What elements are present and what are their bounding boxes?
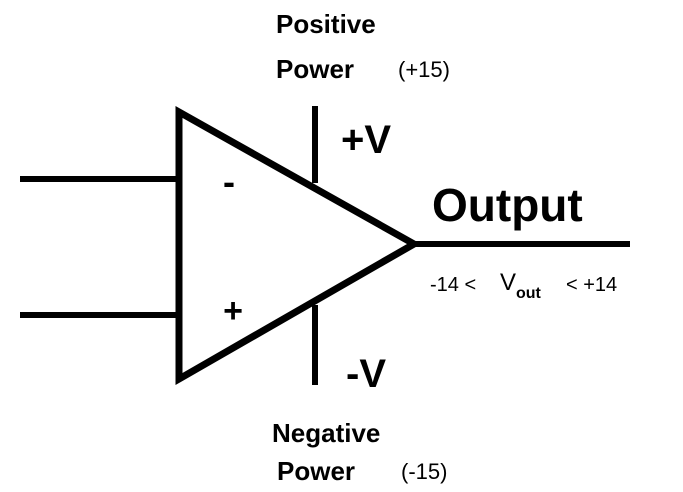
- positive-power-label-line2: Power: [276, 54, 354, 84]
- positive-power-label-line1: Positive: [276, 9, 376, 39]
- non-inverting-input-sign: +: [223, 292, 243, 330]
- output-range-low: -14 <: [430, 274, 476, 296]
- negative-power-value: (-15): [401, 459, 447, 484]
- negative-power-label-line1: Negative: [272, 418, 380, 448]
- output-voltage-symbol: V: [500, 269, 516, 296]
- inverting-input-sign: -: [223, 161, 235, 202]
- output-voltage-subscript: out: [516, 285, 542, 302]
- negative-power-label-line2: Power: [277, 456, 355, 486]
- output-title: Output: [432, 179, 583, 231]
- negative-rail-label: -V: [346, 352, 386, 396]
- positive-power-value: (+15): [398, 57, 450, 82]
- op-amp-triangle: [175, 106, 422, 386]
- positive-rail-label: +V: [341, 118, 391, 162]
- output-range-high: < +14: [566, 274, 617, 296]
